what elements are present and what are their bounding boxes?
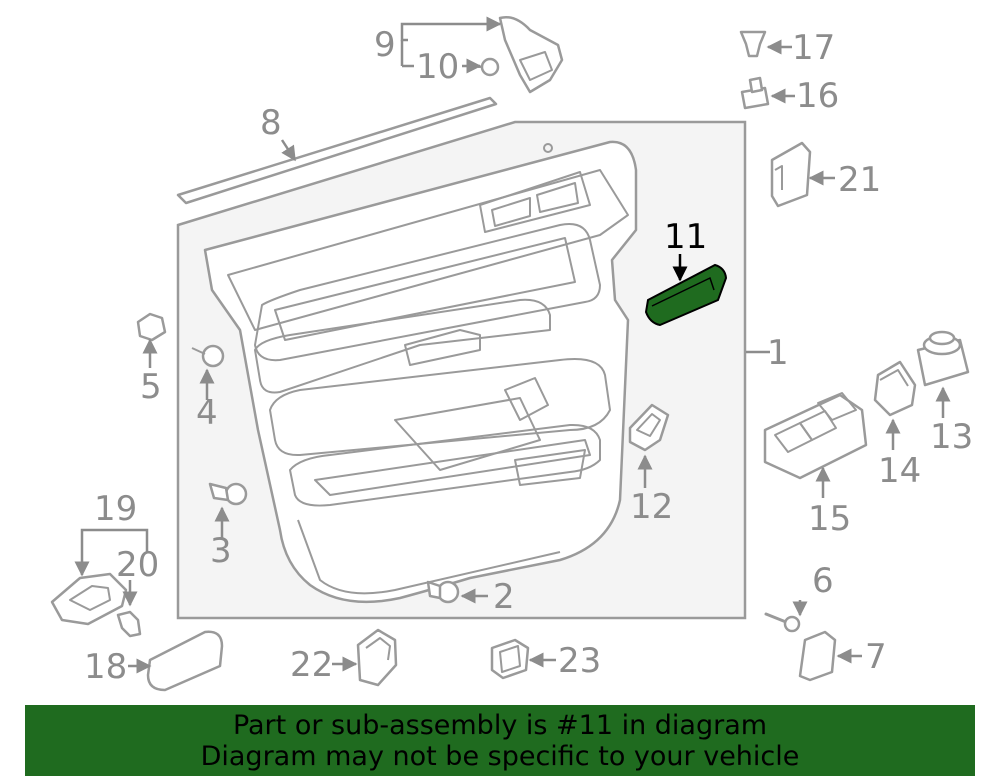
info-banner: Part or sub-assembly is #11 in diagram D… [25, 705, 975, 776]
callout-23: 23 [558, 641, 601, 681]
callout-11: 11 [664, 217, 707, 257]
banner-line-1: Part or sub-assembly is #11 in diagram [232, 709, 768, 741]
callout-7: 7 [865, 637, 887, 677]
fastener-part-3 [208, 482, 248, 506]
callout-4: 4 [196, 393, 218, 433]
push-pin-part-17 [739, 30, 767, 58]
callout-12: 12 [630, 487, 673, 527]
callout-16: 16 [796, 76, 839, 116]
callout-13: 13 [930, 417, 973, 457]
callout-14: 14 [878, 451, 921, 491]
parts-diagram: 1 2 3 4 5 6 7 8 9 10 11 12 13 14 15 16 1… [50, 16, 973, 692]
belt-molding-strip [176, 96, 498, 205]
banner-line-2: Diagram may not be specific to your vehi… [200, 740, 800, 772]
switch-bezel-highlighted[interactable] [644, 263, 728, 327]
callout-8: 8 [260, 103, 282, 143]
screw-part-20 [116, 610, 142, 638]
callout-18: 18 [84, 647, 127, 687]
switch-part-14 [873, 360, 917, 417]
insert-part-21 [770, 141, 812, 208]
clip-part-16 [740, 76, 770, 110]
knob-switch-part-13 [916, 330, 970, 387]
callout-2: 2 [493, 577, 515, 617]
door-trim-panel [203, 140, 638, 604]
callout-17: 17 [792, 28, 835, 68]
door-handle-part-19 [50, 572, 128, 626]
screw-part-10 [478, 57, 500, 77]
callout-20: 20 [116, 545, 159, 585]
callout-21: 21 [838, 160, 881, 200]
fastener-part-2 [426, 580, 460, 604]
fastener-part-4 [191, 344, 225, 368]
callout-numbers: 1 2 3 4 5 6 7 8 9 10 11 12 13 14 15 16 1… [84, 25, 973, 687]
bracket-part-7 [798, 630, 837, 682]
callout-5: 5 [140, 367, 162, 407]
callout-6: 6 [812, 561, 834, 601]
switch-part-12 [628, 403, 670, 452]
screw-part-6 [764, 612, 801, 633]
callout-15: 15 [808, 499, 851, 539]
connector-part-23 [490, 638, 530, 680]
callout-22: 22 [290, 645, 333, 685]
mirror-cover-part [498, 16, 564, 94]
leader-lines [74, 16, 951, 674]
callout-10: 10 [416, 47, 459, 87]
callout-9: 9 [374, 25, 396, 65]
callout-3: 3 [210, 531, 232, 571]
clip-part-5 [136, 312, 167, 342]
pull-strap-part-18 [146, 630, 224, 692]
callout-19: 19 [94, 489, 137, 529]
callout-1: 1 [767, 333, 789, 373]
window-switch-part-15 [763, 392, 868, 480]
switch-part-22 [356, 628, 398, 687]
